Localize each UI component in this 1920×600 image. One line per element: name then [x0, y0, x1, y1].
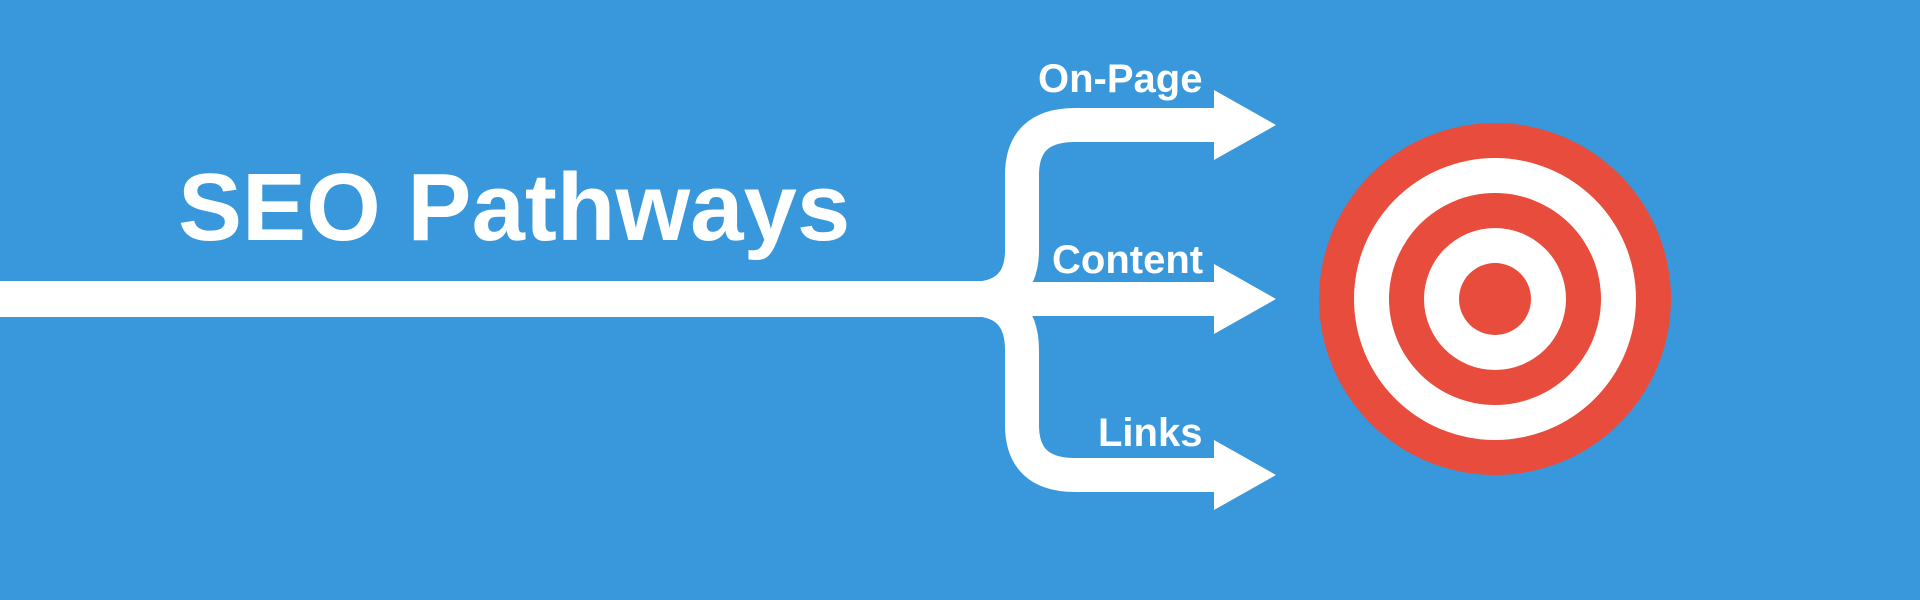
main-path-line	[0, 281, 1000, 317]
branch-label-content: Content	[1052, 238, 1203, 282]
branch-label-links: Links	[1098, 411, 1202, 455]
arrow-right-icon	[1214, 440, 1276, 510]
branch-connectors	[969, 108, 1225, 492]
page-title: SEO Pathways	[178, 154, 850, 261]
arrow-right-icon	[1214, 90, 1276, 160]
arrow-right-icon	[1214, 264, 1276, 334]
branch-label-on-page: On-Page	[1038, 57, 1202, 101]
target-center	[1459, 263, 1531, 335]
bullseye-target-icon	[1319, 123, 1671, 475]
arrow-heads	[1214, 90, 1276, 510]
connector-lower	[969, 282, 1225, 492]
